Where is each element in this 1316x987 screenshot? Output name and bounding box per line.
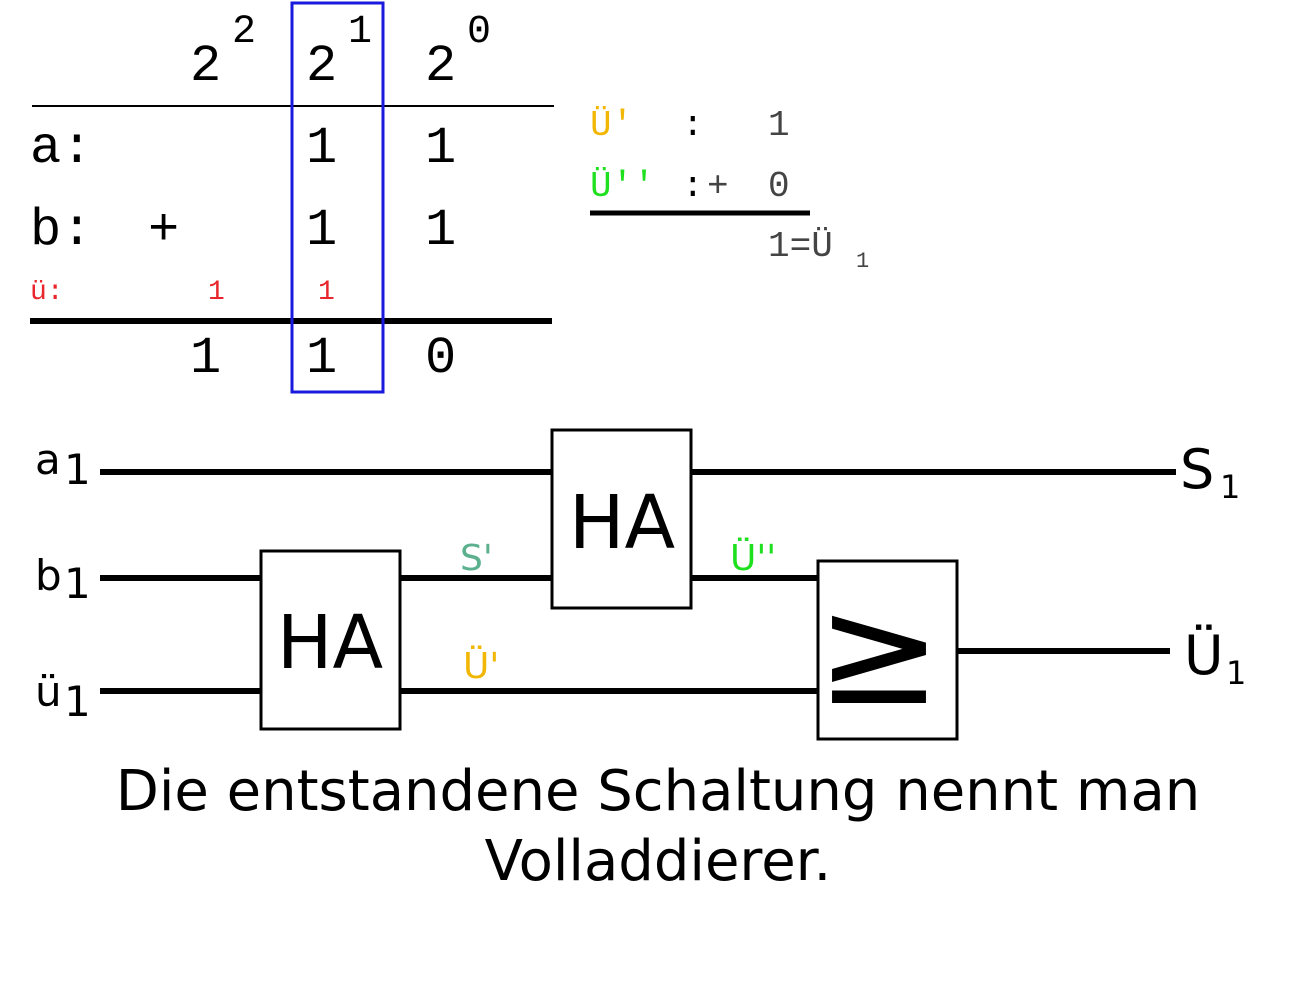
half-adder-2-label: HA [569,480,676,566]
row-b-plus: + [148,201,179,260]
input-b-sub: 1 [64,559,91,608]
side-result: 1=Ü [768,226,833,267]
power-exp-2: 2 [232,10,256,55]
power-base-1: 2 [306,37,337,96]
input-u-sub: 1 [64,677,91,726]
row-b-digit-2-0: 1 [425,201,456,260]
output-u-sub: 1 [1226,654,1246,692]
column-highlight [290,1,385,394]
caption-line-1: Die entstandene Schaltung nennt man [116,759,1201,824]
side-line2-colon: : [682,166,704,207]
addition-table: 2 2 2 1 2 0 a: 1 1 b: + 1 1 ü: 1 1 1 1 0 [30,1,554,394]
or-gate-label: ≥ [816,565,942,739]
carry-digit-2-2: 1 [208,277,225,308]
caption: Die entstandene Schaltung nennt man Voll… [116,759,1201,894]
input-b-name: b [35,551,62,600]
label-u-double-prime: Ü'' [730,537,776,579]
side-result-sub: 1 [856,249,869,274]
side-line2-plus: + [707,166,729,207]
side-line1-colon: : [682,105,704,146]
side-carry1-label: Ü' [590,105,633,146]
or-gate [816,559,959,741]
row-b-digit-2-1: 1 [306,201,337,260]
power-base-0: 2 [425,37,456,96]
row-b-label: b: [30,201,92,260]
row-a-digit-2-1: 1 [306,119,337,178]
output-u-name: Ü [1184,624,1224,687]
inputs: a 1 b 1 ü 1 [35,435,91,726]
row-a-label: a: [30,119,92,178]
outputs: S 1 Ü 1 [1180,438,1246,692]
carry-row: ü: 1 1 [30,277,335,308]
side-carry2-label: Ü'' [590,166,655,207]
wires [100,469,1176,694]
output-s-sub: 1 [1220,468,1240,506]
power-exp-0: 0 [467,10,491,55]
input-a-sub: 1 [64,445,91,494]
caption-line-2: Volladdierer. [485,829,832,894]
half-adder-2 [550,428,693,610]
side-line2-value: 0 [768,166,790,207]
label-s-prime: S' [460,538,493,579]
power-exp-1: 1 [348,10,372,55]
output-s-name: S [1180,438,1214,501]
result-digit-2-2: 1 [190,329,221,388]
half-adder-1 [259,549,402,731]
result-digit-2-1: 1 [306,329,337,388]
label-u-prime: Ü' [463,645,499,687]
half-adder-1-label: HA [277,600,384,686]
row-a-digit-2-0: 1 [425,119,456,178]
side-calculation: Ü' : 1 Ü'' : + 0 1=Ü 1 [590,105,869,274]
carry-digit-2-1: 1 [318,277,335,308]
input-u-name: ü [35,667,62,716]
row-carry-label: ü: [30,277,64,308]
side-line1-value: 1 [768,105,790,146]
result-digit-2-0: 0 [425,329,456,388]
power-base-2: 2 [190,37,221,96]
input-a-name: a [35,435,61,484]
circuit: HA HA ≥ a 1 b 1 ü 1 S' Ü' Ü'' S 1 Ü 1 [35,428,1246,741]
